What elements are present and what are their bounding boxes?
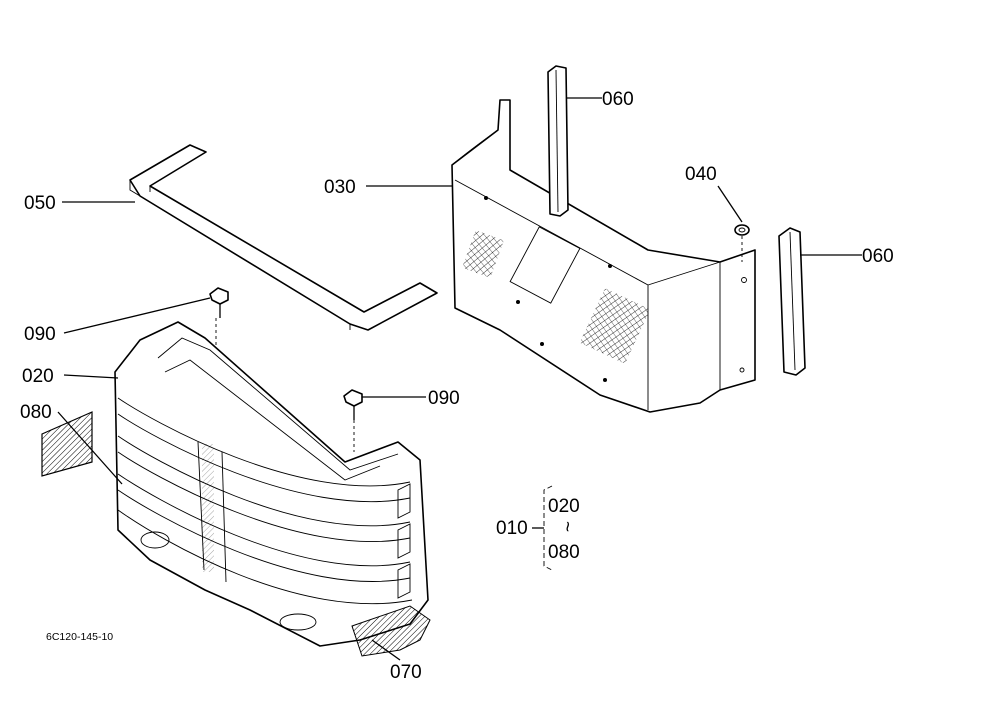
label-010-range-end: 080 [548,542,580,563]
part-090-bolt-upper [209,287,229,350]
part-080-side-pad [41,411,93,477]
assembly-group-010: 010 020 ~ 080 [496,485,580,571]
drawing-code: 6C120-145-10 [46,631,113,643]
part-020-front-grille [114,321,429,647]
part-060-seal-strip-upper [547,65,569,217]
label-060-right: 060 [862,246,894,267]
label-020: 020 [22,366,54,387]
label-090-lower: 090 [428,388,460,409]
leader-lines [57,97,862,661]
part-090-bolt-lower [343,389,363,452]
part-040-nut [734,224,750,262]
label-030: 030 [324,177,356,198]
part-030-rear-panel [451,99,756,413]
part-070-lower-pad [351,605,431,657]
label-060-upper: 060 [602,89,634,110]
label-080: 080 [20,402,52,423]
label-010: 010 [496,518,528,539]
label-070: 070 [390,662,422,683]
part-060-seal-strip-right [778,227,806,376]
label-090-upper: 090 [24,324,56,345]
label-050: 050 [24,193,56,214]
label-010-range-separator: ~ [556,521,577,532]
label-040: 040 [685,164,717,185]
part-050-top-bar [129,144,438,331]
label-010-range-start: 020 [548,496,580,517]
